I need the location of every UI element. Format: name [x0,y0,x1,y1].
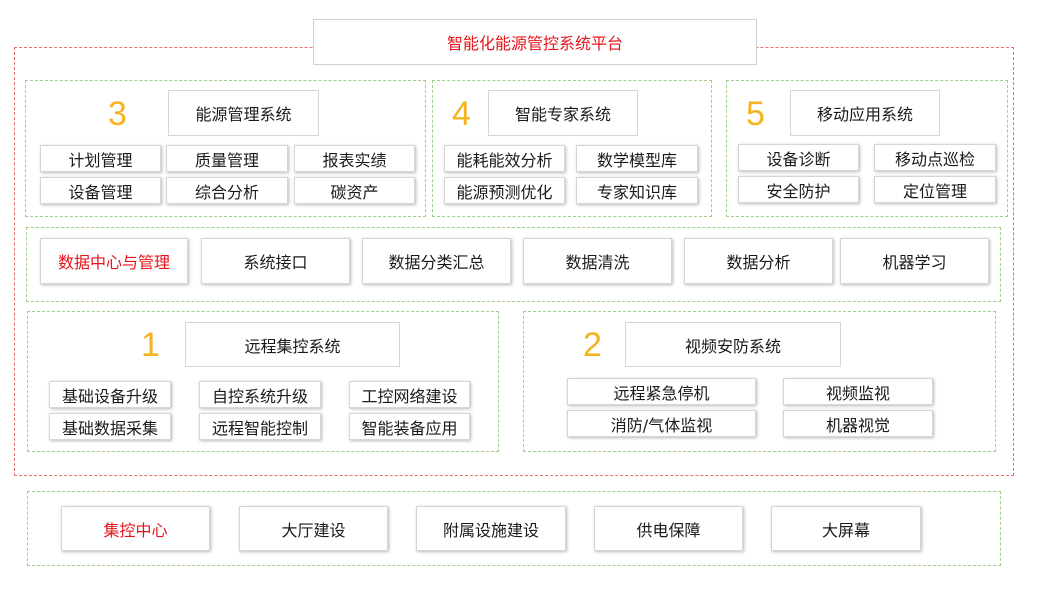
mobile-item-location[interactable]: 定位管理 [874,176,996,203]
video-section-number: 2 [583,326,602,364]
energy-section-number: 3 [108,95,127,133]
data-center-label: 数据中心与管理 [40,238,188,284]
energy-item-carbon[interactable]: 碳资产 [294,177,415,204]
expert-item-efficiency[interactable]: 能耗能效分析 [444,145,565,172]
data-center-item-classify[interactable]: 数据分类汇总 [362,238,511,284]
video-section-title: 视频安防系统 [625,322,841,367]
video-section-frame [523,311,996,452]
mobile-section-number: 5 [746,95,765,133]
mobile-section-title: 移动应用系统 [790,90,940,136]
data-center-item-cleaning[interactable]: 数据清洗 [523,238,672,284]
energy-section-frame [25,80,426,217]
expert-section-number: 4 [452,95,471,133]
video-item-fire-gas[interactable]: 消防/气体监视 [567,410,756,437]
remote-item-data-collection[interactable]: 基础数据采集 [49,413,171,440]
control-center-item-facilities[interactable]: 附属设施建设 [416,506,566,551]
data-center-item-interface[interactable]: 系统接口 [201,238,350,284]
data-center-frame [26,227,1001,302]
energy-section-title: 能源管理系统 [168,90,319,136]
video-item-machine-vision[interactable]: 机器视觉 [783,410,933,437]
remote-item-smart-equipment[interactable]: 智能装备应用 [349,413,470,440]
remote-item-smart-control[interactable]: 远程智能控制 [199,413,321,440]
remote-item-control-upgrade[interactable]: 自控系统升级 [199,381,321,408]
expert-item-model[interactable]: 数学模型库 [576,145,698,172]
mobile-item-inspection[interactable]: 移动点巡检 [874,144,996,171]
mobile-item-diagnosis[interactable]: 设备诊断 [738,144,859,171]
remote-section-title: 远程集控系统 [185,322,400,367]
energy-item-quality[interactable]: 质量管理 [166,145,288,172]
data-center-item-ml[interactable]: 机器学习 [840,238,989,284]
data-center-item-analysis[interactable]: 数据分析 [684,238,833,284]
remote-section-frame [27,311,499,452]
control-center-item-screen[interactable]: 大屏幕 [771,506,921,551]
energy-item-report[interactable]: 报表实绩 [294,145,415,172]
remote-item-network[interactable]: 工控网络建设 [349,381,470,408]
expert-section-frame [432,80,712,217]
remote-section-number: 1 [141,326,160,364]
mobile-section-frame [726,80,1008,217]
control-center-item-hall[interactable]: 大厅建设 [239,506,388,551]
control-center-item-power[interactable]: 供电保障 [594,506,743,551]
platform-title: 智能化能源管控系统平台 [313,19,757,65]
control-center-frame [27,491,1001,566]
expert-item-knowledge[interactable]: 专家知识库 [576,177,698,204]
video-item-monitoring[interactable]: 视频监视 [783,378,933,405]
expert-item-forecast[interactable]: 能源预测优化 [444,177,565,204]
expert-section-title: 智能专家系统 [488,90,638,136]
energy-item-plan[interactable]: 计划管理 [40,145,161,172]
remote-item-equipment-upgrade[interactable]: 基础设备升级 [49,381,171,408]
control-center-label: 集控中心 [61,506,210,551]
energy-item-analysis[interactable]: 综合分析 [166,177,288,204]
energy-item-equipment[interactable]: 设备管理 [40,177,161,204]
video-item-emergency-stop[interactable]: 远程紧急停机 [567,378,756,405]
mobile-item-safety[interactable]: 安全防护 [738,176,859,203]
